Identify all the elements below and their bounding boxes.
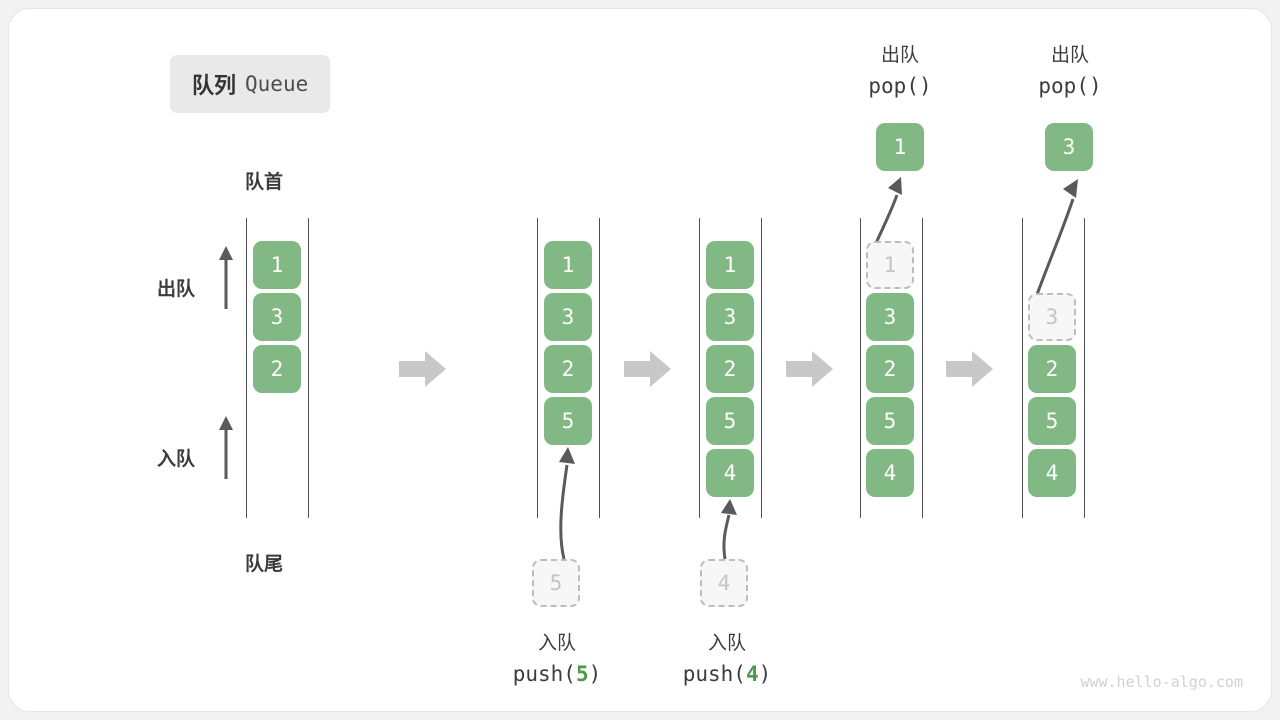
queue-rail-left-5 [1022, 218, 1023, 518]
queue-item: 4 [706, 449, 754, 497]
queue-item: 5 [866, 397, 914, 445]
caption-cn: 入队 [707, 632, 746, 654]
queue-item: 3 [253, 293, 301, 341]
stage-caption-pop3: 出队 pop() [987, 41, 1153, 103]
queue-item: 1 [253, 241, 301, 289]
caption-fn: pop() [1038, 74, 1102, 99]
step-arrow-2 [624, 351, 671, 387]
caption-cn: 出队 [880, 44, 919, 66]
queue-rail-left-4 [860, 218, 861, 518]
incoming-item-ghost: 4 [700, 559, 748, 607]
stage-caption-push4: 入队 push(4) [644, 629, 810, 691]
queue-item: 4 [1028, 449, 1076, 497]
caption-fn: push(5) [512, 662, 602, 687]
step-arrow-3 [786, 351, 833, 387]
queue-item: 1 [544, 241, 592, 289]
push-arrow-3 [721, 499, 737, 560]
queue-rail-left-1 [246, 218, 247, 518]
enqueue-label-1: 入队 [157, 448, 196, 470]
watermark: www.hello-algo.com [1080, 673, 1243, 691]
title-cn: 队列 [192, 74, 237, 99]
queue-rail-left-2 [537, 218, 538, 518]
step-arrow-1 [399, 351, 446, 387]
incoming-item-ghost: 5 [532, 559, 580, 607]
title-en: Queue [245, 72, 309, 96]
caption-cn: 入队 [537, 632, 576, 654]
popped-item-ghost: 1 [866, 241, 914, 289]
diagram-card: 队列 Queue 队首 队尾 出队 入队 1 3 2 1 3 2 5 5 入队 … [8, 8, 1272, 712]
queue-item: 2 [544, 345, 592, 393]
queue-item: 2 [1028, 345, 1076, 393]
popped-item: 3 [1045, 123, 1093, 171]
popped-item: 1 [876, 123, 924, 171]
queue-item: 5 [1028, 397, 1076, 445]
pop-arrow-5 [1029, 179, 1078, 312]
queue-item: 4 [866, 449, 914, 497]
queue-item: 1 [706, 241, 754, 289]
step-arrow-4 [946, 351, 993, 387]
stage-caption-push5: 入队 push(5) [474, 629, 640, 691]
queue-rail-right-1 [308, 218, 309, 518]
dequeue-arrow-1 [219, 246, 233, 309]
queue-tail-label: 队尾 [245, 553, 284, 575]
queue-rail-right-2 [599, 218, 600, 518]
popped-item-ghost: 3 [1028, 293, 1076, 341]
push-arrow-2 [559, 447, 575, 560]
caption-cn: 出队 [1050, 44, 1089, 66]
dequeue-label-1: 出队 [157, 278, 196, 300]
queue-item: 2 [706, 345, 754, 393]
queue-rail-right-5 [1084, 218, 1085, 518]
queue-item: 2 [253, 345, 301, 393]
queue-item: 3 [544, 293, 592, 341]
stage-caption-pop1: 出队 pop() [817, 41, 983, 103]
queue-item: 2 [866, 345, 914, 393]
queue-item: 3 [706, 293, 754, 341]
diagram-title: 队列 Queue [170, 55, 331, 113]
caption-fn: push(4) [682, 662, 772, 687]
enqueue-arrow-1 [219, 416, 233, 479]
queue-item: 5 [544, 397, 592, 445]
queue-rail-right-3 [761, 218, 762, 518]
queue-rail-right-4 [922, 218, 923, 518]
queue-head-label: 队首 [245, 171, 284, 193]
caption-fn: pop() [868, 74, 932, 99]
queue-item: 5 [706, 397, 754, 445]
queue-rail-left-3 [699, 218, 700, 518]
queue-item: 3 [866, 293, 914, 341]
